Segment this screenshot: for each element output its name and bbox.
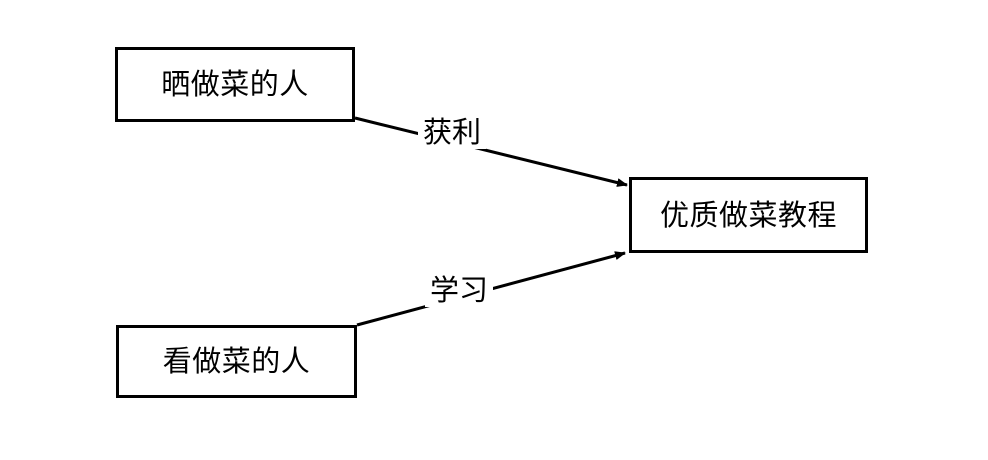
node-producer-label: 晒做菜的人 [161,67,309,101]
node-producer[interactable]: 晒做菜的人 [115,47,355,122]
node-viewer[interactable]: 看做菜的人 [116,325,357,398]
edge-profit-line [354,116,628,187]
node-viewer-label: 看做菜的人 [162,344,311,378]
edge-label-profit: 获利 [418,116,487,149]
node-tutorial[interactable]: 优质做菜教程 [629,177,868,253]
node-tutorial-label: 优质做菜教程 [659,197,837,232]
edge-label-learn: 学习 [425,274,494,307]
